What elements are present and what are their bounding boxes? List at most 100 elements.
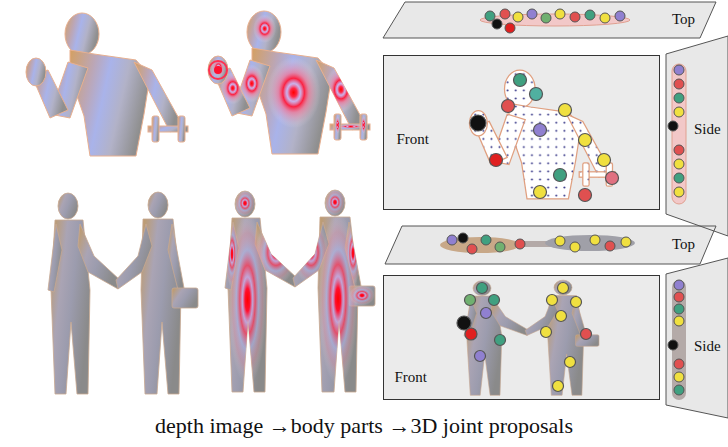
figure-part (615, 11, 625, 21)
side-plane-fill (666, 36, 728, 236)
figure-part (513, 12, 523, 22)
figure-part (672, 64, 686, 204)
figure-part (598, 154, 611, 167)
top-view-joints (440, 233, 635, 254)
figure-part (579, 189, 592, 202)
figure-part (590, 235, 600, 245)
figure-part (674, 93, 684, 103)
figure-part (500, 9, 510, 19)
figure-part (559, 104, 572, 117)
view-label: Side (694, 121, 721, 138)
figure-part (490, 154, 503, 167)
figure-part (585, 10, 595, 20)
figure-part (674, 65, 684, 75)
figure-part (553, 381, 564, 392)
figure-part (481, 308, 492, 319)
front-view-joints (457, 283, 592, 392)
figure-part (674, 304, 684, 314)
figure-part (467, 244, 477, 254)
figure-part (534, 186, 547, 199)
figure-part (674, 280, 684, 290)
body-part-silhouette (208, 11, 370, 154)
figure-part (674, 173, 684, 183)
figure-part (668, 340, 678, 350)
side-view-joints (668, 64, 686, 204)
figure-part (541, 327, 552, 338)
figure-part (209, 61, 227, 79)
figure-part (514, 74, 527, 87)
figure-part (674, 145, 684, 155)
figure-part (447, 235, 457, 245)
view-label: Side (694, 338, 721, 355)
body-part-heat (225, 190, 375, 392)
figure-part (674, 292, 684, 302)
figure-part (534, 124, 547, 137)
figure-part (545, 235, 635, 251)
front-plane-fill (383, 275, 660, 400)
figure-part (495, 335, 506, 346)
figure-part (214, 66, 222, 74)
figure-part (674, 107, 684, 117)
figure-part (541, 13, 551, 23)
figure-part (581, 329, 592, 340)
figure-part (477, 283, 488, 294)
figure-part (674, 159, 684, 169)
figure-part (570, 12, 580, 22)
plane-edge (385, 226, 716, 264)
figure-part (458, 233, 468, 243)
figure-part (556, 311, 567, 322)
figure-part (674, 79, 684, 89)
figure-part (571, 297, 582, 308)
plane-outline (383, 2, 716, 39)
figure-part (502, 100, 515, 113)
figure-part (530, 88, 543, 101)
depth-silhouette (48, 192, 198, 394)
plane-edge (666, 36, 728, 236)
figure-part (475, 351, 486, 362)
front-view-silhouette (464, 280, 599, 395)
depth-silhouette (26, 13, 188, 156)
body-part-heat (208, 11, 370, 154)
figure-part (489, 295, 500, 306)
plane-outline (385, 226, 716, 265)
front-plane: Front (383, 55, 660, 210)
top-plane-fill (383, 2, 716, 38)
top-view-joints (480, 9, 630, 33)
figure-part (555, 236, 565, 246)
front-plane: Front (383, 275, 660, 400)
figure-part (621, 237, 631, 247)
front-view-silhouette (469, 70, 615, 199)
figure-part (674, 359, 684, 369)
figure-part (579, 134, 592, 147)
plane-edge (383, 2, 716, 38)
figure-part (481, 235, 491, 245)
figure-part (554, 169, 567, 182)
figure-part (465, 295, 476, 306)
body-part-silhouette (225, 190, 375, 392)
plane-edge (666, 258, 728, 418)
side-plane: Side (666, 258, 728, 418)
view-label: Front (397, 131, 430, 148)
figure-caption: depth image →body parts →3D joint propos… (155, 413, 573, 438)
figure-part (485, 11, 495, 21)
figure-part (555, 9, 565, 19)
figure-part (547, 295, 558, 306)
figure-part (606, 172, 619, 185)
top-plane: Top (385, 226, 716, 265)
figure-part (515, 239, 525, 249)
figure-part (492, 19, 502, 29)
figure-part (527, 9, 537, 19)
caption-line: depth image →body parts →3D joint propos… (0, 413, 728, 439)
figure-part (674, 385, 684, 395)
figure-part (674, 372, 684, 382)
figure-part (605, 241, 615, 251)
view-label: Front (395, 369, 428, 386)
figure-part (470, 115, 486, 131)
figure-part (565, 357, 576, 368)
figure-part (505, 23, 515, 33)
figure-part (465, 328, 477, 340)
figure-part (674, 187, 684, 197)
